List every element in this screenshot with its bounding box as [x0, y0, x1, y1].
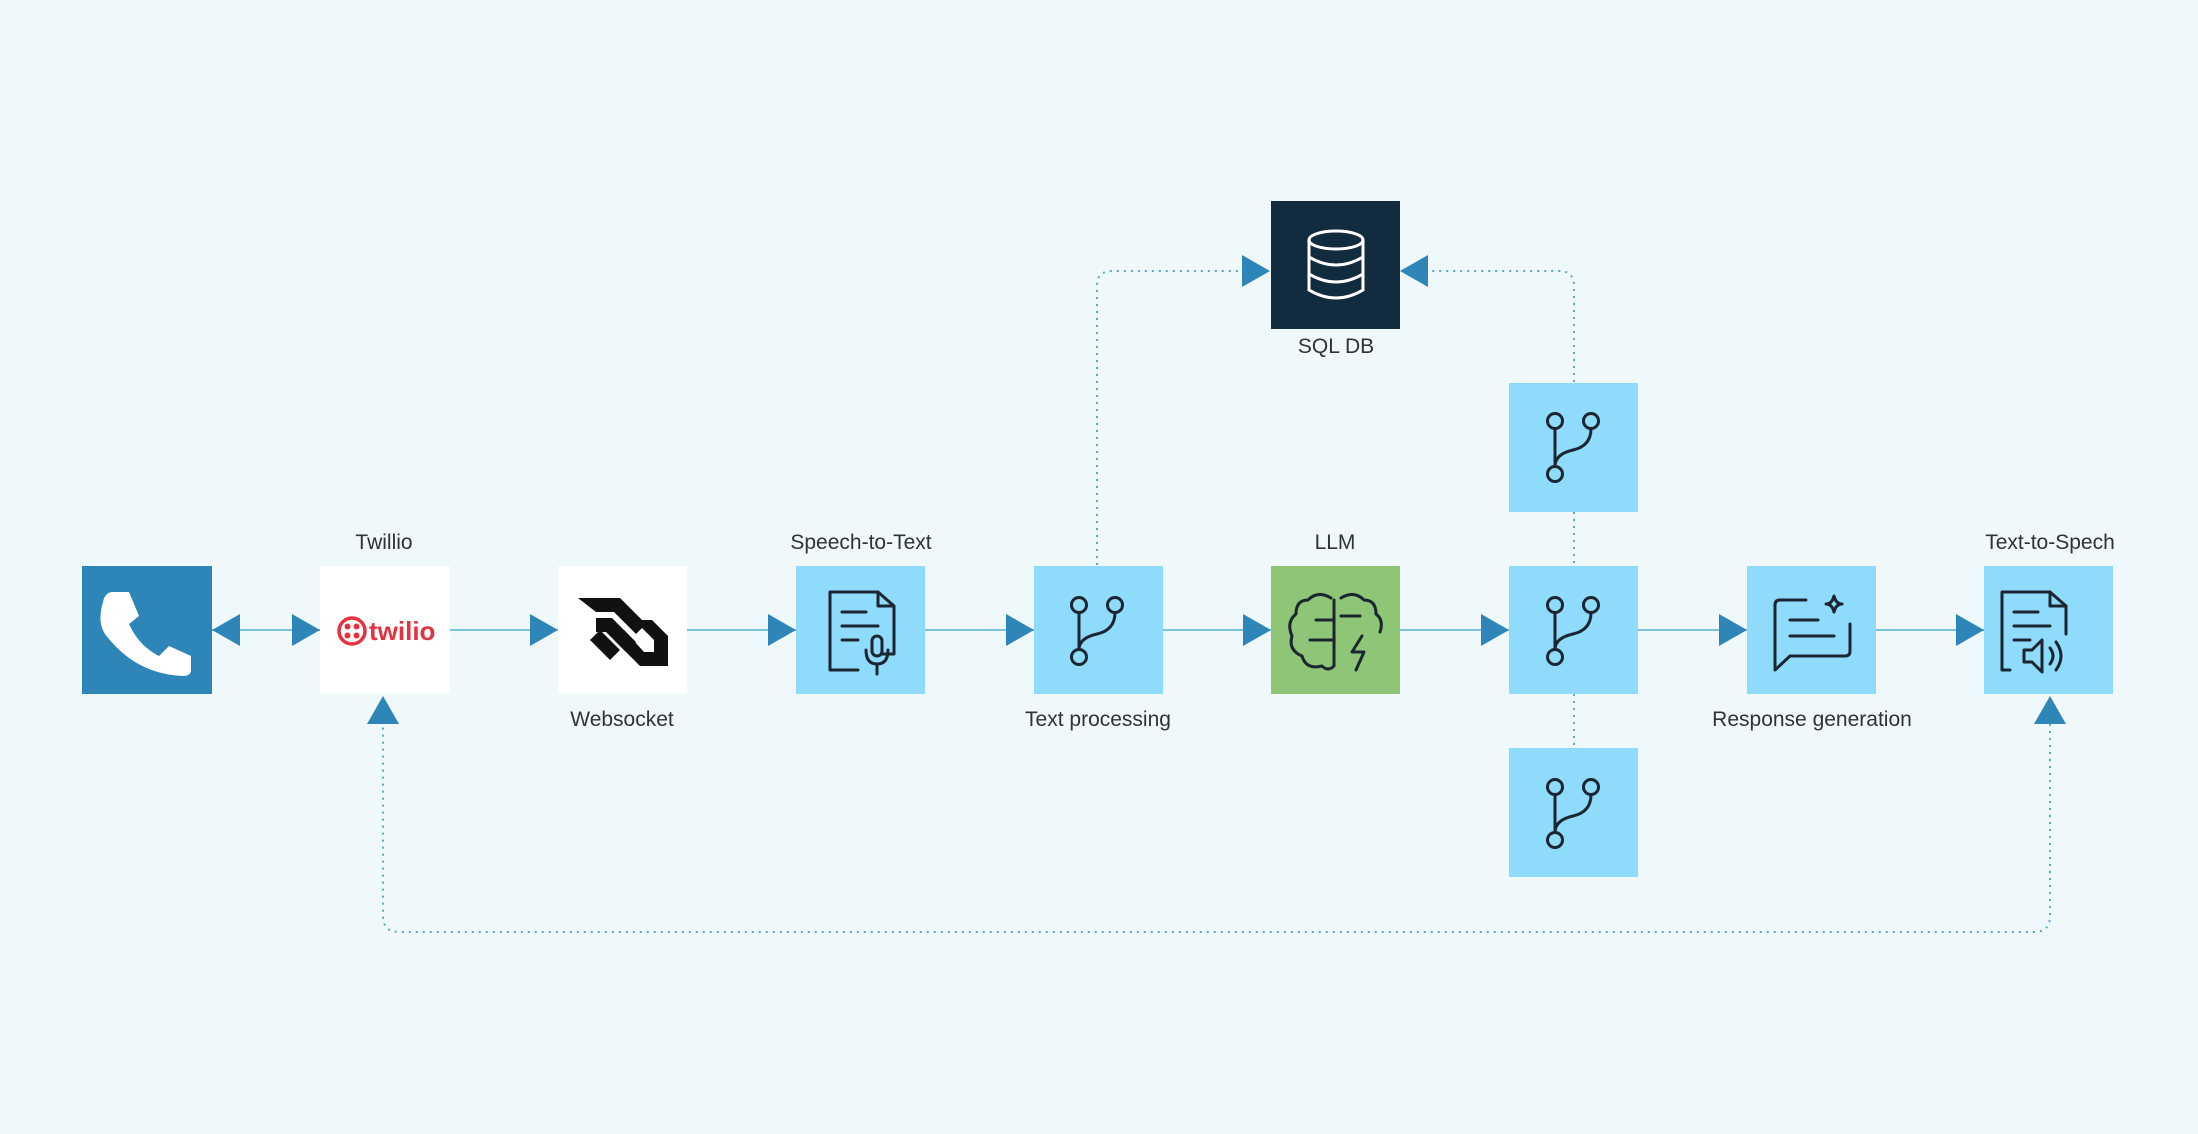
dotted-router-to-db: [1426, 270, 1575, 382]
websocket-logo: [578, 598, 668, 666]
arrowhead-db-left: [1242, 255, 1270, 287]
node-llm: [1271, 566, 1400, 694]
phone-icon: [100, 592, 191, 676]
node-twilio: twilio: [320, 566, 450, 694]
node-router-top: [1509, 383, 1638, 512]
node-router-bottom: [1509, 748, 1638, 877]
label-stt: Speech-to-Text: [790, 531, 932, 554]
arrowhead-right-tts: [1956, 614, 1984, 646]
node-sql-db: [1271, 201, 1400, 329]
label-websocket: Websocket: [570, 708, 674, 731]
arrowhead-right-llm: [1243, 614, 1271, 646]
document-microphone-icon: [828, 590, 896, 676]
label-tts: Text-to-Spech: [1985, 531, 2115, 554]
node-router-mid: [1509, 566, 1638, 694]
node-phone: [82, 566, 212, 694]
arrowhead-db-right: [1400, 255, 1428, 287]
database-icon: [1307, 229, 1365, 300]
arrowhead-right-router: [1481, 614, 1509, 646]
label-twilio: Twillio: [355, 531, 413, 554]
arrowhead-right-stt: [768, 614, 796, 646]
arrowhead-right-websocket: [530, 614, 558, 646]
git-branch-icon: [1070, 596, 1124, 666]
arrowhead-up-twilio: [367, 696, 399, 724]
arrowhead-up-tts: [2034, 696, 2066, 724]
twilio-logo: twilio: [337, 616, 435, 646]
label-llm: LLM: [1314, 531, 1356, 554]
document-speaker-icon: [2000, 590, 2068, 674]
arrowhead-right-textproc: [1006, 614, 1034, 646]
node-websocket: [558, 566, 687, 694]
node-tts: [1984, 566, 2113, 694]
node-response-generation: [1747, 566, 1876, 694]
label-response-generation: Response generation: [1712, 708, 1912, 731]
dotted-tts-to-twilio-feedback: [382, 724, 2051, 933]
chat-sparkle-icon: [1773, 594, 1852, 672]
git-branch-icon: [1546, 596, 1600, 666]
arrowhead-right-twilio: [292, 614, 320, 646]
label-text-processing: Text processing: [1025, 708, 1171, 731]
git-branch-icon: [1546, 778, 1600, 849]
node-stt: [796, 566, 925, 694]
node-text-processing: [1034, 566, 1163, 694]
twilio-wordmark: twilio: [369, 616, 435, 646]
label-sql-db: SQL DB: [1297, 335, 1375, 358]
arrowhead-left-phone: [212, 614, 240, 646]
git-branch-icon: [1546, 412, 1600, 483]
brain-lightning-icon: [1288, 593, 1383, 672]
dotted-textproc-to-db: [1096, 270, 1246, 565]
arrowhead-right-response: [1719, 614, 1747, 646]
